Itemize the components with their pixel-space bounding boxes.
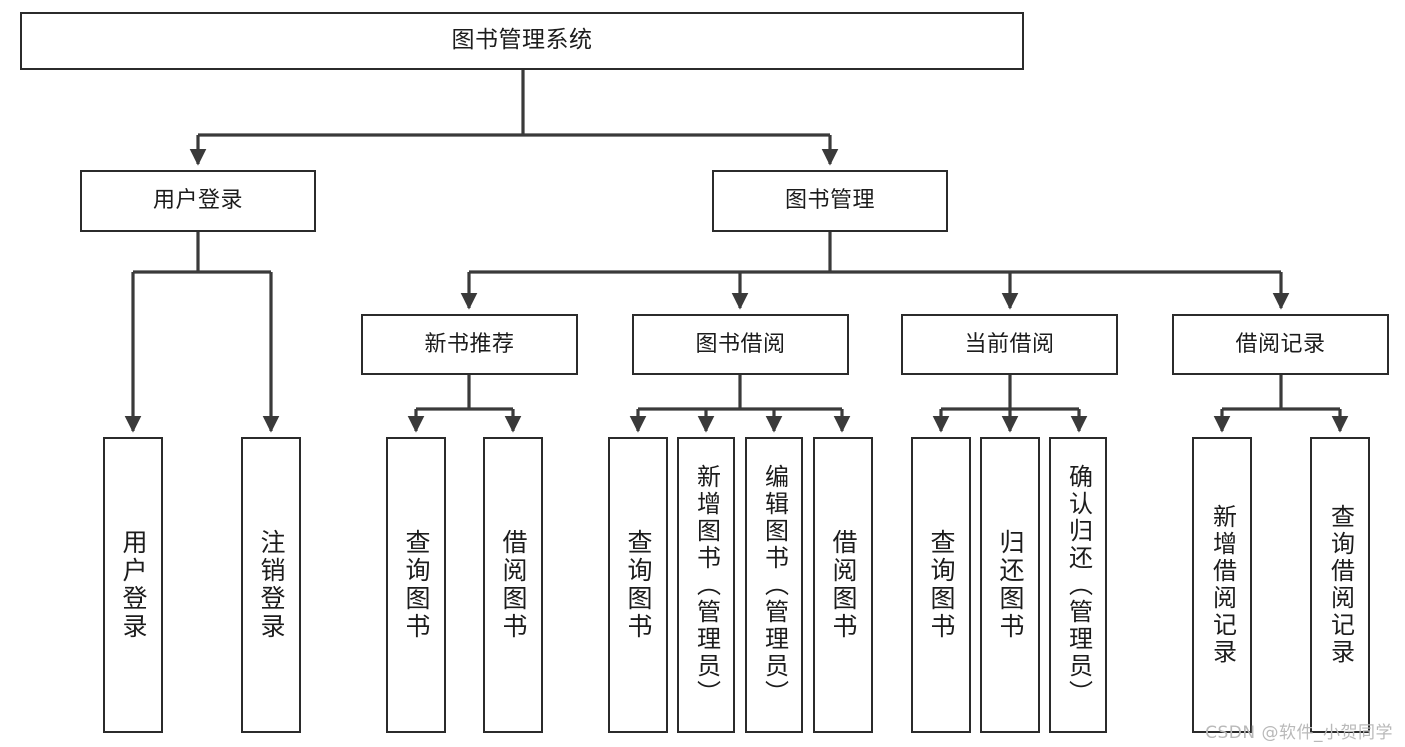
leaf-record-query-record-label: 查询借阅记录: [1326, 504, 1355, 666]
node-user-login-label: 用户登录: [152, 188, 243, 214]
leaf-user-login-login-label: 用户登录: [119, 529, 148, 641]
leaf-borrow-add-book-admin-label: 新增图书（管理员）: [692, 463, 721, 707]
node-user-login[interactable]: 用户登录: [80, 170, 316, 232]
node-book-borrow-label: 图书借阅: [695, 331, 786, 357]
node-new-book-recommend[interactable]: 新书推荐: [361, 314, 578, 375]
leaf-current-query-book[interactable]: 查询图书: [911, 437, 971, 733]
leaf-user-login-logout-label: 注销登录: [257, 529, 286, 641]
leaf-recommend-query-book[interactable]: 查询图书: [386, 437, 446, 733]
leaf-borrow-query-book-label: 查询图书: [624, 529, 653, 641]
node-current-borrow[interactable]: 当前借阅: [901, 314, 1118, 375]
node-book-borrow[interactable]: 图书借阅: [632, 314, 849, 375]
leaf-borrow-edit-book-admin-label: 编辑图书（管理员）: [760, 463, 789, 707]
leaf-user-login-logout[interactable]: 注销登录: [241, 437, 301, 733]
leaf-recommend-borrow-book[interactable]: 借阅图书: [483, 437, 543, 733]
watermark: CSDN @软件_小贺同学: [1205, 723, 1393, 743]
leaf-borrow-query-book[interactable]: 查询图书: [608, 437, 668, 733]
node-borrow-record-label: 借阅记录: [1235, 331, 1326, 357]
node-borrow-record[interactable]: 借阅记录: [1172, 314, 1389, 375]
leaf-current-confirm-return-admin-label: 确认归还（管理员）: [1064, 463, 1093, 707]
leaf-current-query-book-label: 查询图书: [927, 529, 956, 641]
node-new-book-recommend-label: 新书推荐: [424, 331, 515, 357]
leaf-borrow-borrow-book-label: 借阅图书: [829, 529, 858, 641]
leaf-current-confirm-return-admin[interactable]: 确认归还（管理员）: [1049, 437, 1107, 733]
leaf-recommend-borrow-book-label: 借阅图书: [499, 529, 528, 641]
node-book-manage[interactable]: 图书管理: [712, 170, 948, 232]
leaf-borrow-edit-book-admin[interactable]: 编辑图书（管理员）: [745, 437, 803, 733]
leaf-recommend-query-book-label: 查询图书: [402, 529, 431, 641]
node-book-manage-label: 图书管理: [784, 188, 875, 214]
leaf-record-add-record-label: 新增借阅记录: [1208, 504, 1237, 666]
node-root-system-label: 图书管理系统: [451, 27, 593, 54]
leaf-record-add-record[interactable]: 新增借阅记录: [1192, 437, 1252, 733]
leaf-borrow-borrow-book[interactable]: 借阅图书: [813, 437, 873, 733]
leaf-current-return-book[interactable]: 归还图书: [980, 437, 1040, 733]
node-current-borrow-label: 当前借阅: [964, 331, 1055, 357]
leaf-current-return-book-label: 归还图书: [996, 529, 1025, 641]
leaf-record-query-record[interactable]: 查询借阅记录: [1310, 437, 1370, 733]
leaf-borrow-add-book-admin[interactable]: 新增图书（管理员）: [677, 437, 735, 733]
node-root-system[interactable]: 图书管理系统: [20, 12, 1024, 70]
leaf-user-login-login[interactable]: 用户登录: [103, 437, 163, 733]
